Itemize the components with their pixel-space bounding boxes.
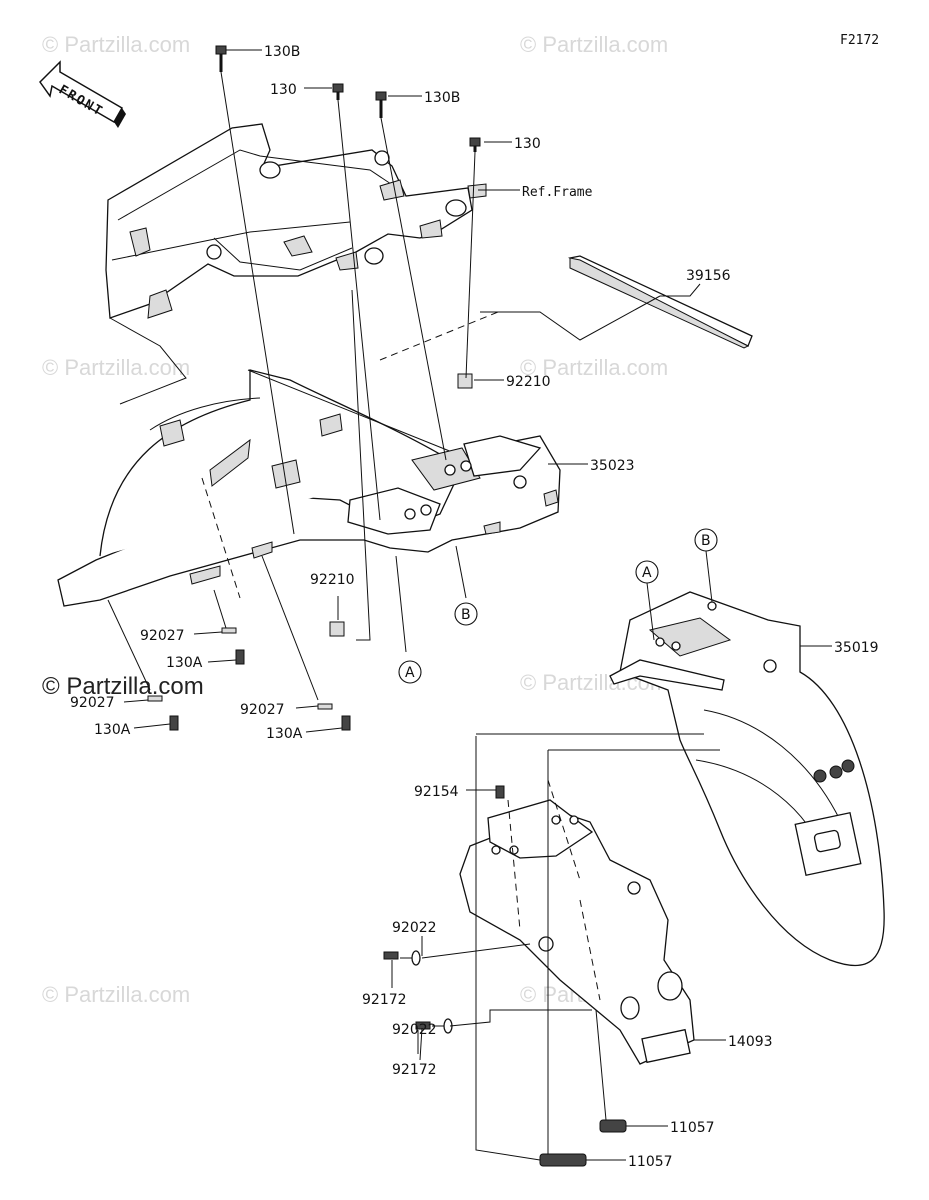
svg-text:B: B — [701, 533, 711, 549]
label-130a[interactable]: 130A — [266, 726, 303, 742]
callout-b-right: B — [694, 528, 718, 603]
label-11057[interactable]: 11057 — [670, 1120, 715, 1136]
watermark: © Partzilla.com — [42, 982, 190, 1007]
label-92154[interactable]: 92154 — [414, 784, 459, 800]
label-ref-frame: Ref.Frame — [522, 185, 593, 200]
nut-icon — [599, 1119, 627, 1133]
front-arrow-icon: FRONT — [39, 60, 126, 128]
label-35019[interactable]: 35019 — [834, 640, 879, 656]
bolt-icon — [235, 649, 245, 665]
bolt-icon — [215, 45, 227, 55]
label-14093[interactable]: 14093 — [728, 1034, 773, 1050]
svg-text:A: A — [405, 665, 415, 681]
label-92022[interactable]: 92022 — [392, 1022, 437, 1038]
label-11057[interactable]: 11057 — [628, 1154, 673, 1170]
part-14093 — [459, 799, 695, 1065]
washer-icon — [317, 703, 333, 710]
bolt-icon — [383, 951, 399, 960]
label-92027[interactable]: 92027 — [240, 702, 285, 718]
label-130[interactable]: 130 — [270, 82, 297, 98]
label-130[interactable]: 130 — [514, 136, 541, 152]
watermark: © Partzilla.com — [520, 355, 668, 380]
bolt-icon — [169, 715, 179, 731]
label-92027[interactable]: 92027 — [140, 628, 185, 644]
diagram-code: F2172 — [840, 33, 879, 48]
washer-icon — [221, 627, 237, 634]
bolt-icon — [415, 1021, 431, 1030]
callout-b-left: B — [454, 602, 478, 626]
callout-a-right: A — [635, 560, 659, 641]
part-35023 — [57, 369, 561, 607]
bolt-icon — [332, 83, 344, 93]
label-130a[interactable]: 130A — [94, 722, 131, 738]
svg-text:B: B — [461, 607, 471, 623]
washer-icon — [411, 950, 421, 966]
label-92172[interactable]: 92172 — [392, 1062, 437, 1078]
svg-text:A: A — [642, 565, 652, 581]
part-35019 — [609, 591, 885, 967]
bolt-icon — [341, 715, 351, 731]
label-130b[interactable]: 130B — [424, 90, 460, 106]
part-39156 — [568, 255, 753, 349]
nut-icon — [539, 1153, 587, 1167]
label-92172[interactable]: 92172 — [362, 992, 407, 1008]
label-130a[interactable]: 130A — [166, 655, 203, 671]
clip-icon — [457, 373, 473, 389]
bolt-icon — [469, 137, 481, 147]
label-92022[interactable]: 92022 — [392, 920, 437, 936]
label-39156[interactable]: 39156 — [686, 268, 731, 284]
label-130b[interactable]: 130B — [264, 44, 300, 60]
bolt-icon — [375, 91, 387, 101]
rear-frame — [105, 123, 487, 319]
watermark: © Partzilla.com — [42, 32, 190, 57]
label-92210[interactable]: 92210 — [310, 572, 355, 588]
hardware — [147, 45, 627, 1167]
watermark-main: © Partzilla.com — [42, 673, 204, 700]
watermark: © Partzilla.com — [42, 355, 190, 380]
screw-icon — [495, 785, 505, 799]
leader-lines — [107, 49, 832, 1161]
label-92210[interactable]: 92210 — [506, 374, 551, 390]
label-92027[interactable]: 92027 — [70, 695, 115, 711]
washer-icon — [147, 695, 163, 702]
watermark: © Partzilla.com — [520, 32, 668, 57]
clip-icon — [329, 621, 345, 637]
label-35023[interactable]: 35023 — [590, 458, 635, 474]
callout-a-left: A — [398, 660, 422, 684]
